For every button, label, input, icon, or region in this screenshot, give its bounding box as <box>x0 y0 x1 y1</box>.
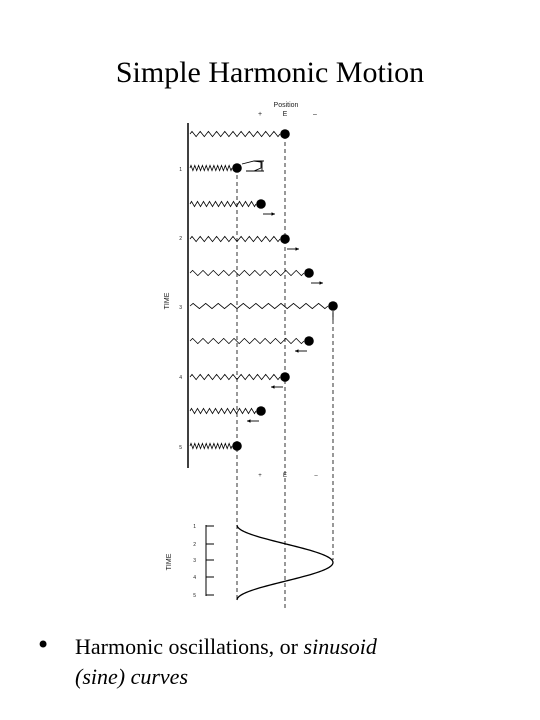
top-equilibrium-label: E <box>283 111 288 118</box>
bullet-text-italic-sine-curves: (sine) curves <box>75 664 189 689</box>
mass-ball-5 <box>304 268 314 278</box>
spring-row-3 <box>189 200 257 208</box>
bullet-text-plain: Harmonic oscillations, or <box>75 634 304 659</box>
spring-row-5 <box>189 269 305 277</box>
bottom-equilibrium-label: E <box>283 473 287 479</box>
top-minus-label: – <box>313 111 317 118</box>
lower-time-tick-2: 2 <box>193 542 196 548</box>
mass-ball-9 <box>256 406 266 416</box>
velocity-arrowhead-7 <box>295 349 299 353</box>
lower-time-tick-3: 3 <box>193 558 196 564</box>
diagram-canvas: Position + E – 1 2 3 4 5 TIME + E – 1 2 … <box>164 102 338 610</box>
upper-time-axis-label: TIME <box>164 292 171 309</box>
bullet-dot-icon: • <box>36 631 51 659</box>
velocity-arrowhead-9 <box>247 419 251 423</box>
lower-time-ticks <box>206 525 214 596</box>
upper-time-tick-5: 5 <box>179 445 182 451</box>
upper-time-tick-4: 4 <box>179 375 182 381</box>
lower-time-tick-1: 1 <box>193 524 196 530</box>
sine-curve <box>236 524 334 601</box>
mass-ball-7 <box>304 336 314 346</box>
spring-row-9 <box>189 407 257 415</box>
velocity-arrowhead-3 <box>271 212 275 216</box>
velocity-arrowhead-4 <box>295 247 299 251</box>
spring-row-1 <box>189 130 281 138</box>
upper-time-tick-1: 1 <box>179 167 182 173</box>
upper-time-tick-2: 2 <box>179 236 182 242</box>
mass-ball-3 <box>256 199 266 209</box>
upper-time-tick-3: 3 <box>179 305 182 311</box>
lower-time-axis-label: TIME <box>166 553 173 570</box>
spring-oscillation-diagram: Position + E – 1 2 3 4 5 TIME + E – 1 2 … <box>150 95 370 615</box>
spring-rows <box>189 129 338 451</box>
spring-row-10 <box>189 442 233 450</box>
hand-fingers-icon <box>254 160 264 172</box>
spring-row-8 <box>189 373 281 381</box>
mass-ball-4 <box>280 234 290 244</box>
top-plus-label: + <box>258 111 262 118</box>
bullet-text-italic-sinusoid: sinusoid <box>303 634 377 659</box>
position-axis-title: Position <box>274 102 299 109</box>
bottom-minus-label: – <box>314 473 318 479</box>
velocity-arrowhead-8 <box>271 385 275 389</box>
mass-ball-2 <box>232 163 242 173</box>
bullet-text: Harmonic oscillations, or sinusoid (sine… <box>75 632 515 692</box>
velocity-arrowhead-5 <box>319 281 323 285</box>
lower-time-tick-5: 5 <box>193 593 196 599</box>
spring-row-4 <box>189 235 281 243</box>
slide-title: Simple Harmonic Motion <box>115 56 425 89</box>
mass-ball-6 <box>328 301 338 311</box>
mass-ball-1 <box>280 129 290 139</box>
spring-row-7 <box>189 337 305 345</box>
lower-time-tick-4: 4 <box>193 575 196 581</box>
spring-row-2 <box>189 164 233 172</box>
bottom-plus-label: + <box>258 473 262 479</box>
mass-ball-8 <box>280 372 290 382</box>
hand-icon <box>241 160 262 172</box>
mass-ball-10 <box>232 441 242 451</box>
spring-row-6 <box>189 302 329 310</box>
